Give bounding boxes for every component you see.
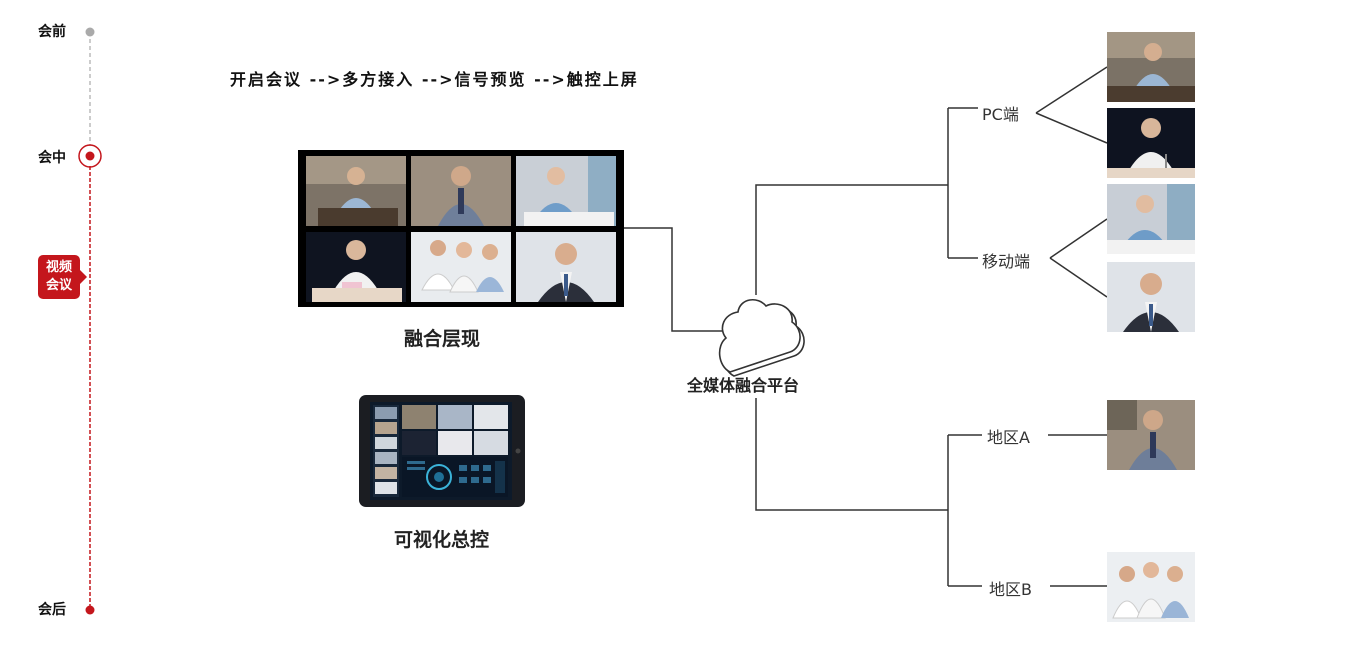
visual-control-caption: 可视化总控: [394, 529, 490, 551]
wall-cell-3: [516, 156, 616, 226]
timeline: [78, 27, 102, 615]
timeline-stage-during: 会中: [38, 150, 66, 166]
workflow-steps: 开启会议 -->多方接入 -->信号预览 -->触控上屏: [230, 70, 639, 89]
thumb-region-b: [1107, 552, 1195, 622]
wall-cell-6: [516, 232, 616, 302]
video-conference-badge: 视频 会议: [38, 255, 87, 299]
thumb-region-a: [1107, 400, 1195, 470]
endpoint-pc: PC端: [978, 101, 1023, 125]
endpoint-region-a: 地区A: [983, 424, 1034, 448]
timeline-stage-before: 会前: [38, 24, 66, 40]
timeline-dot-before: [85, 27, 95, 37]
badge-line-1: 视频: [45, 260, 72, 275]
wall-cell-4: [306, 232, 406, 302]
endpoint-region-b: 地区B: [985, 576, 1036, 600]
cloud-icon: [718, 299, 805, 377]
platform-label: 全媒体融合平台: [687, 376, 800, 395]
timeline-dot-after: [85, 605, 95, 615]
control-tablet[interactable]: [359, 395, 525, 507]
badge-line-2: 会议: [45, 278, 72, 293]
wall-cell-5: [411, 232, 511, 302]
thumb-pc-1: [1107, 32, 1195, 102]
thumb-mobile-1: [1107, 184, 1195, 254]
fusion-display-caption: 融合层现: [404, 328, 481, 350]
video-wall: [298, 150, 624, 307]
timeline-dot-current: [85, 151, 95, 161]
wall-cell-2: [411, 156, 511, 226]
thumb-pc-2: [1107, 108, 1195, 178]
timeline-stage-after: 会后: [38, 602, 66, 618]
thumb-mobile-2: [1107, 262, 1195, 332]
endpoint-mobile: 移动端: [978, 248, 1035, 272]
wall-cell-1: [306, 156, 406, 226]
timeline-ring-current: [78, 144, 102, 168]
